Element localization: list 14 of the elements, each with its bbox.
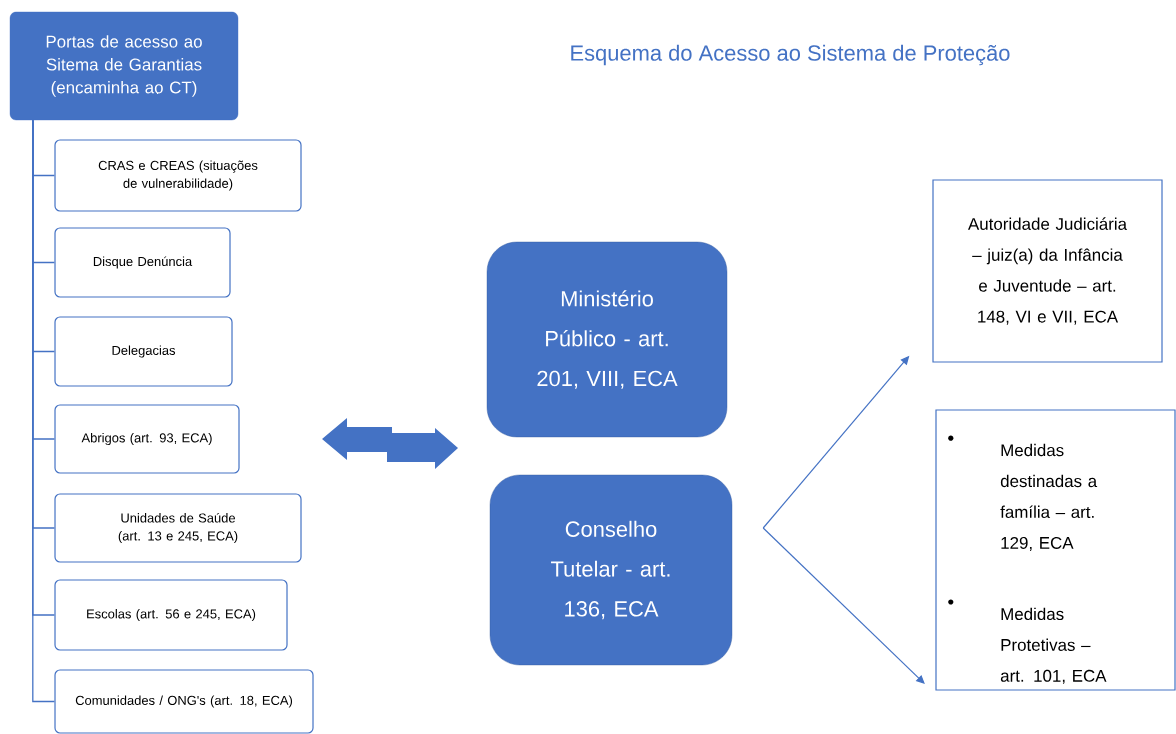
entry-box: Abrigos (art. 93, ECA) — [54, 404, 240, 474]
institution-box: Conselho Tutelar - art. 136, ECA — [489, 474, 733, 666]
double-block-arrow — [322, 418, 458, 469]
entry-box: CRAS e CREAS (situações de vulnerabilidade) — [54, 139, 302, 212]
entry-box: Delegacias — [54, 316, 233, 387]
entry-box: Escolas (art. 56 e 245, ECA) — [54, 579, 288, 651]
entry-box: Comunidades / ONG's (art. 18, ECA) — [54, 669, 314, 734]
header-box: Portas de acesso ao Sitema de Garantias (encaminha ao CT) — [9, 11, 239, 121]
entry-box: Unidades de Saúde (art. 13 e 245, ECA) — [54, 493, 302, 563]
entry-box: Disque Denúncia — [54, 227, 231, 298]
title: Esquema do Acesso ao Sistema de Proteção — [571, 44, 1010, 66]
list-box: Medidas destinadas a família – art. 129, ECA Medidas Protetivas – art. 101, ECA — [935, 409, 1176, 691]
institution-box: Ministério Público - art. 201, VIII, ECA — [486, 241, 728, 438]
outcome-box: Autoridade Judiciária – juiz(a) da Infância e Juventude – art. 148, VI e VII, ECA — [932, 179, 1163, 363]
